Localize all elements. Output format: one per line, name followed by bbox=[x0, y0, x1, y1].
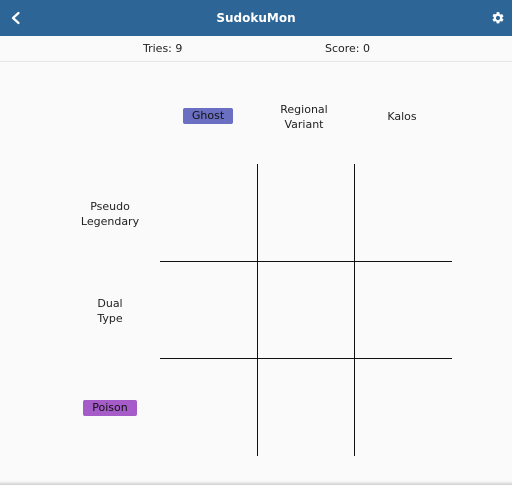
grid-cell-r1-c1[interactable] bbox=[160, 164, 257, 261]
row-header-dual-type: Dual Type bbox=[70, 296, 150, 326]
puzzle-grid bbox=[160, 164, 452, 456]
type-chip-poison: Poison bbox=[83, 400, 137, 416]
bottom-shadow bbox=[0, 481, 512, 485]
grid-cell-r3-c2[interactable] bbox=[258, 359, 354, 456]
row-header-line: Dual bbox=[97, 297, 123, 310]
score-counter: Score: 0 bbox=[325, 42, 371, 55]
column-header-line: Variant bbox=[284, 118, 324, 131]
type-chip-ghost: Ghost bbox=[182, 108, 234, 124]
row-header-line: Type bbox=[97, 312, 123, 325]
grid-cell-r2-c3[interactable] bbox=[355, 262, 452, 358]
grid-cell-r1-c3[interactable] bbox=[355, 164, 452, 261]
grid-cell-r3-c3[interactable] bbox=[355, 359, 452, 456]
chevron-left-icon bbox=[11, 11, 20, 25]
app-title: SudokuMon bbox=[216, 11, 296, 25]
grid-line bbox=[354, 164, 355, 456]
grid-cell-r2-c1[interactable] bbox=[160, 262, 257, 358]
column-header-regional-variant: Regional Variant bbox=[256, 102, 352, 132]
column-header-ghost: Ghost bbox=[160, 108, 256, 124]
row-header-line: Pseudo bbox=[90, 200, 130, 213]
grid-cell-r3-c1[interactable] bbox=[160, 359, 257, 456]
settings-button[interactable] bbox=[488, 8, 508, 28]
row-header-line: Legendary bbox=[80, 215, 140, 228]
back-button[interactable] bbox=[4, 6, 28, 30]
gear-icon bbox=[492, 12, 504, 24]
grid-cell-r2-c2[interactable] bbox=[258, 262, 354, 358]
row-header-poison: Poison bbox=[70, 400, 150, 416]
grid-line bbox=[160, 358, 452, 359]
grid-cell-r1-c2[interactable] bbox=[258, 164, 354, 261]
app-bar: SudokuMon bbox=[0, 0, 512, 36]
grid-line bbox=[257, 164, 258, 456]
column-header-line: Regional bbox=[280, 103, 328, 116]
grid-line bbox=[160, 261, 452, 262]
tries-counter: Tries: 9 bbox=[143, 42, 183, 55]
column-header-kalos: Kalos bbox=[354, 109, 450, 124]
stats-bar: Tries: 9 Score: 0 bbox=[0, 36, 512, 62]
row-header-pseudo-legendary: Pseudo Legendary bbox=[70, 199, 150, 229]
column-header-label: Kalos bbox=[387, 110, 417, 123]
